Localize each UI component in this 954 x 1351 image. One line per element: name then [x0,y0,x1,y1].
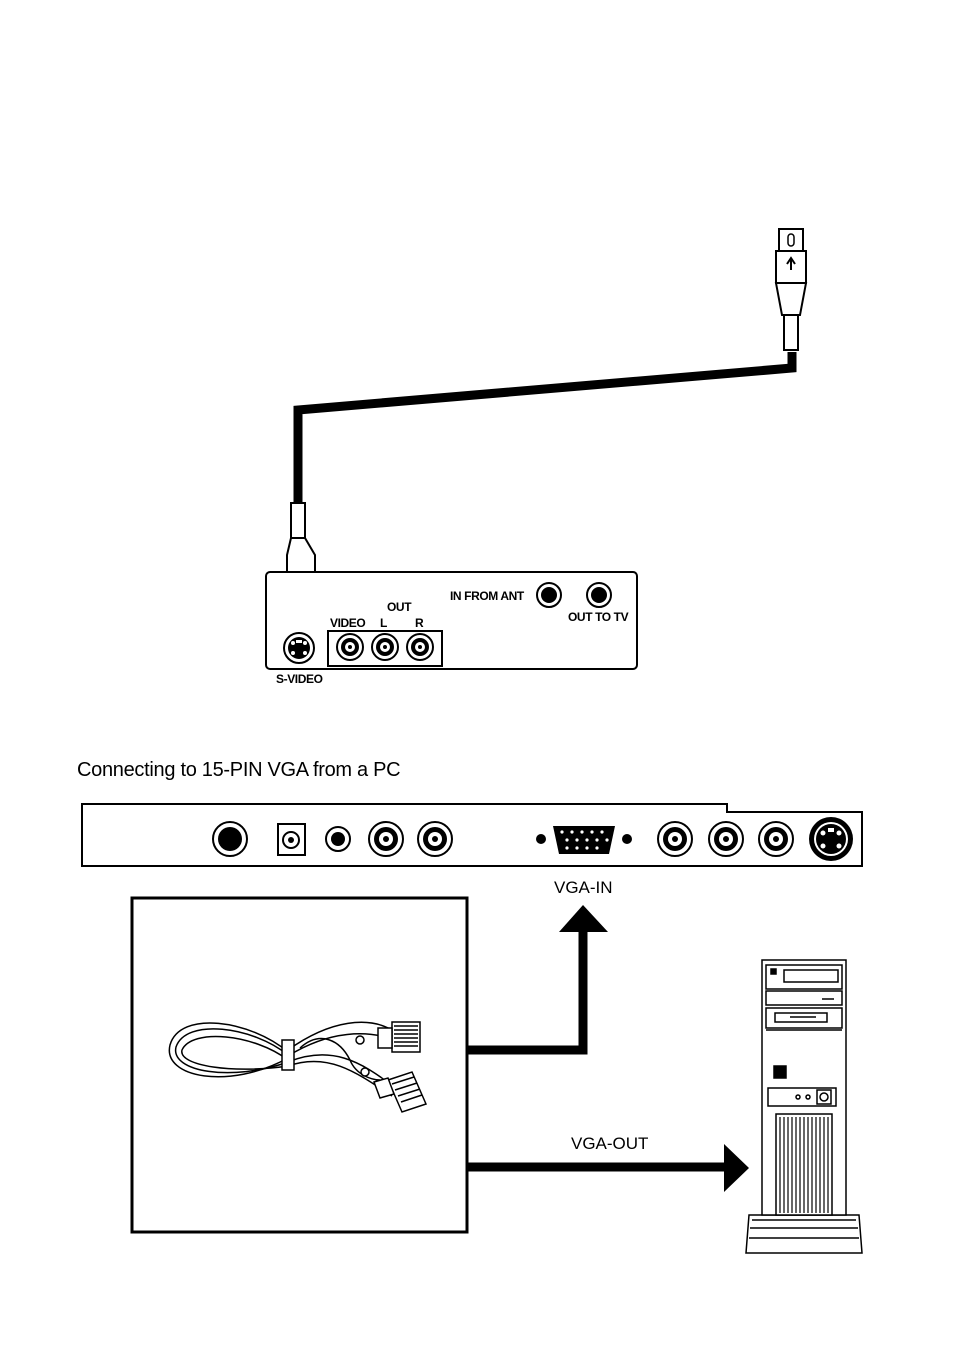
label-in-from-ant: IN FROM ANT [450,589,525,603]
audio-jack [326,827,350,851]
dc-power-jack [278,824,305,855]
vga-cable-box [132,898,467,1232]
rca-jack-audio-left [372,634,398,660]
rca-jack-audio-right [407,634,433,660]
label-video: VIDEO [330,616,365,630]
tv-rear-panel [82,804,862,866]
rca-jack-5 [759,822,793,856]
svideo-plug-top [776,229,806,350]
label-out: OUT [387,600,412,614]
rca-jack-2 [418,822,452,856]
label-right: R [415,616,424,630]
arrow-to-vga-in [467,905,608,1050]
pc-tower-icon [746,960,862,1253]
label-vga-in: VGA-IN [554,878,613,897]
tuner-back-panel: OUT VIDEO L R IN FROM ANT OUT TO TV [266,572,637,669]
antenna-jack [213,822,247,856]
label-out-to-tv: OUT TO TV [568,610,629,624]
antenna-in-jack [537,583,561,607]
section-heading: Connecting to 15-PIN VGA from a PC [77,759,400,781]
label-svideo: S-VIDEO [276,672,323,686]
antenna-out-jack [587,583,611,607]
rca-jack-4 [709,822,743,856]
label-vga-out: VGA-OUT [571,1134,648,1153]
svideo-cable [287,229,806,617]
rca-jack-1 [369,822,403,856]
svideo-port [809,817,853,861]
rca-jack-3 [658,822,692,856]
svideo-jack [284,633,314,663]
rca-jack-video [337,634,363,660]
label-left: L [380,616,387,630]
